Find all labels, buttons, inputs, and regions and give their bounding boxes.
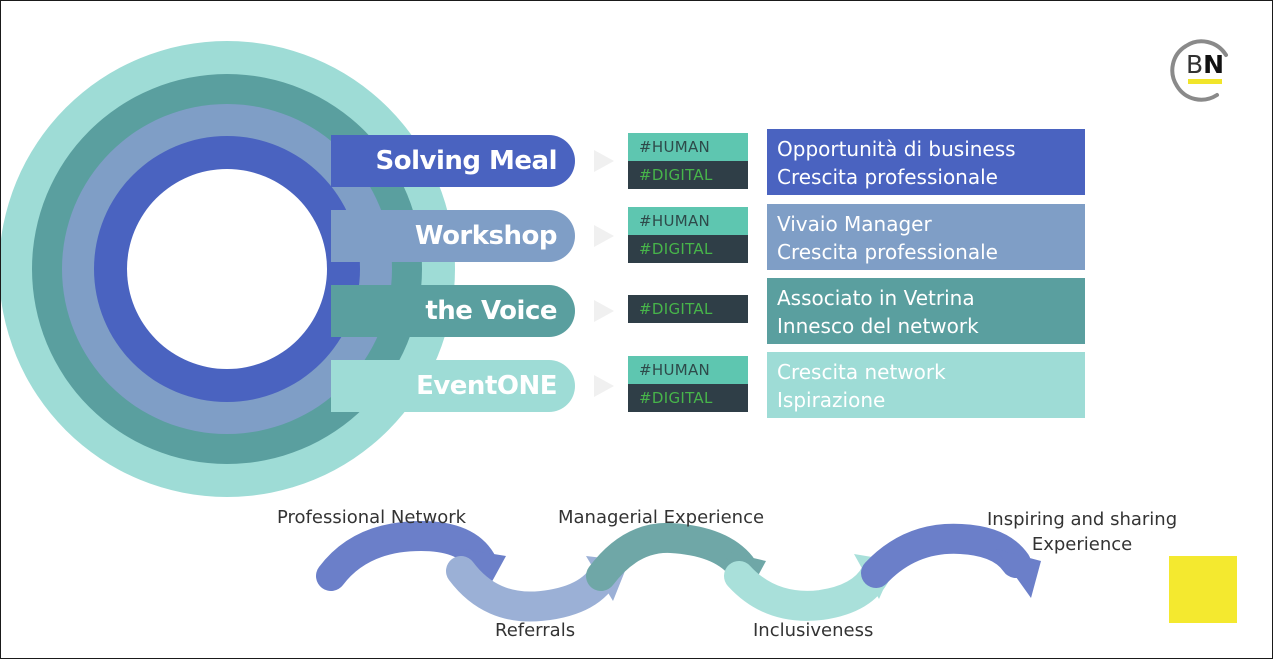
tag-human: #HUMAN (628, 356, 748, 384)
arrow-right-icon (594, 375, 614, 397)
yellow-square-decoration (1169, 556, 1237, 623)
description-the-voice: Associato in Vetrina Innesco del network (767, 278, 1085, 344)
tag-digital: #DIGITAL (628, 295, 748, 323)
logo-accent-bar (1188, 79, 1222, 84)
ring-center (127, 169, 327, 369)
tag-digital: #DIGITAL (628, 235, 748, 263)
description-line: Associato in Vetrina (777, 286, 975, 310)
arrow-right-icon (594, 150, 614, 172)
flow-segment-professional-network (316, 520, 496, 591)
tag-human: #HUMAN (628, 207, 748, 235)
flow-segment-referrals (446, 556, 621, 622)
description-line: Ispirazione (777, 388, 886, 412)
pill-eventone: EventONE (331, 360, 575, 412)
description-line: Crescita professionale (777, 240, 998, 264)
tag-digital: #DIGITAL (628, 384, 748, 412)
arrow-right-icon (594, 300, 614, 322)
description-workshop: Vivaio Manager Crescita professionale (767, 204, 1085, 270)
pill-label: EventONE (416, 371, 557, 401)
label-inspiring-line2: Experience (1031, 534, 1133, 555)
flow-segment-managerial-experience (586, 522, 756, 591)
pill-solving-meal: Solving Meal (331, 135, 575, 187)
pill-label: Workshop (414, 221, 558, 251)
label-inspiring-experience: Inspiring and sharing Experience (987, 507, 1177, 557)
bn-logo-icon (1170, 39, 1228, 102)
logo-text: BN (1186, 50, 1224, 79)
arrowhead-icon (996, 549, 1041, 598)
logo-letter-n: N (1203, 50, 1225, 79)
description-line: Crescita network (777, 360, 946, 384)
description-line: Innesco del network (777, 314, 979, 338)
arrowhead-icon (463, 549, 506, 598)
pill-label: Solving Meal (375, 146, 558, 176)
label-inspiring-line1: Inspiring and sharing (987, 509, 1178, 530)
arrow-right-icon (594, 225, 614, 247)
description-eventone: Crescita network Ispirazione (767, 352, 1085, 418)
label-managerial-experience: Managerial Experience (558, 507, 765, 528)
logo-letter-b: B (1186, 50, 1204, 79)
flow-segment-inclusiveness (724, 558, 891, 621)
description-line: Crescita professionale (777, 165, 998, 189)
pill-workshop: Workshop (331, 210, 575, 262)
label-referrals: Referrals (495, 620, 576, 641)
pill-the-voice: the Voice (331, 285, 575, 337)
description-line: Vivaio Manager (777, 212, 932, 236)
pill-label: the Voice (425, 296, 557, 326)
label-professional-network: Professional Network (277, 507, 467, 528)
description-solving-meal: Opportunità di business Crescita profess… (767, 129, 1085, 195)
label-inclusiveness: Inclusiveness (753, 620, 874, 641)
description-line: Opportunità di business (777, 137, 1016, 161)
tag-human: #HUMAN (628, 133, 748, 161)
tag-digital: #DIGITAL (628, 161, 748, 189)
